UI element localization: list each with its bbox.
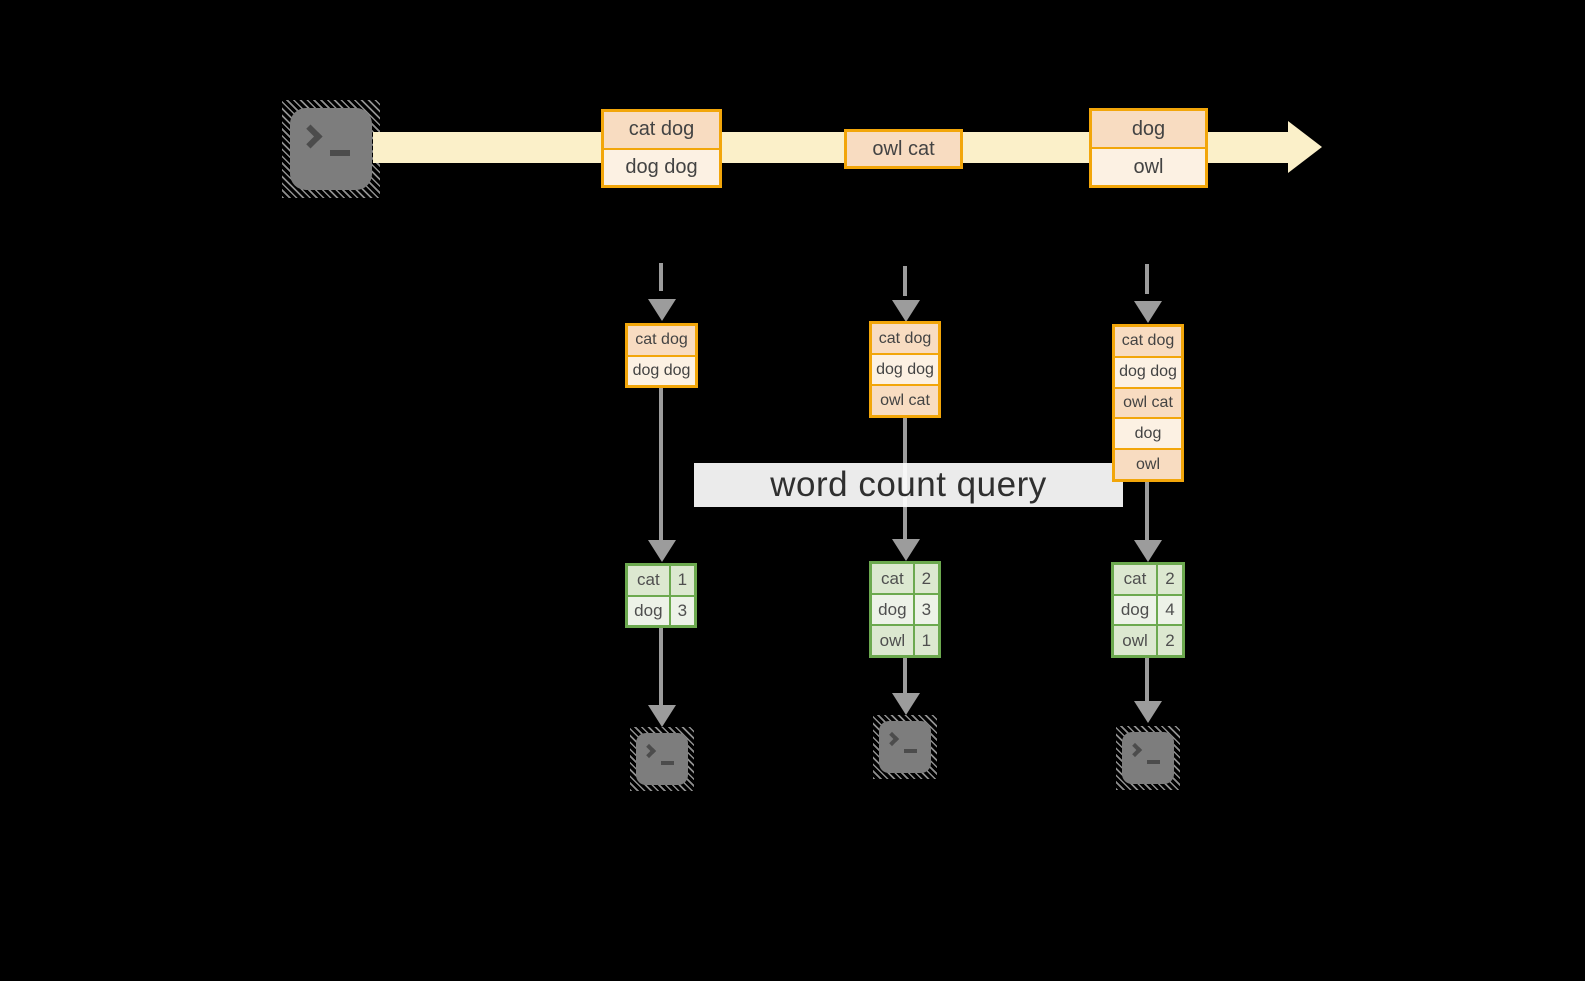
prompt-underscore-icon xyxy=(904,749,917,753)
buffer-record: dog dog xyxy=(1115,355,1181,387)
window-buffer-3: cat dog dog dog owl cat dog owl xyxy=(1112,324,1184,482)
arrow-down-icon xyxy=(892,300,920,322)
connector-line xyxy=(1145,481,1149,541)
sink-terminal-icon xyxy=(1116,726,1180,790)
stream-event-2: owl cat xyxy=(844,129,963,169)
stream-event-1: cat dog dog dog xyxy=(601,109,722,188)
count-table-1: cat 1 dog 3 xyxy=(625,563,697,628)
stream-record: dog dog xyxy=(604,147,719,185)
terminal-icon xyxy=(290,108,372,190)
stream-record: owl xyxy=(1092,147,1205,185)
count-cell: 2 xyxy=(1158,626,1182,656)
stream-event-3: dog owl xyxy=(1089,108,1208,188)
count-cell: 1 xyxy=(914,626,938,655)
arrow-down-icon xyxy=(1134,701,1162,723)
word-cell: cat xyxy=(628,566,669,595)
count-cell: 3 xyxy=(670,596,694,625)
window-buffer-1: cat dog dog dog xyxy=(625,323,698,388)
table-row: cat 2 xyxy=(1114,565,1182,594)
arrow-down-icon xyxy=(1134,540,1162,562)
buffer-record: owl cat xyxy=(1115,386,1181,418)
prompt-chevron-icon xyxy=(641,743,657,759)
word-cell: dog xyxy=(628,596,669,625)
count-cell: 4 xyxy=(1158,595,1182,625)
connector-line xyxy=(903,657,907,694)
word-cell: owl xyxy=(872,626,913,655)
prompt-chevron-icon xyxy=(298,124,323,149)
window-buffer-2: cat dog dog dog owl cat xyxy=(869,321,941,418)
dashed-arrow-segment xyxy=(659,263,663,291)
table-row: dog 3 xyxy=(628,596,694,625)
connector-line xyxy=(659,387,663,541)
stream-timeline-arrowhead-icon xyxy=(1288,121,1322,173)
buffer-record: owl xyxy=(1115,448,1181,479)
buffer-record: cat dog xyxy=(1115,327,1181,356)
buffer-record: dog dog xyxy=(872,353,938,384)
prompt-chevron-icon xyxy=(884,731,900,747)
table-row: owl 1 xyxy=(872,626,938,655)
word-cell: cat xyxy=(1114,565,1156,594)
word-cell: owl xyxy=(1114,626,1156,656)
buffer-record: cat dog xyxy=(628,326,695,355)
source-terminal-icon xyxy=(282,100,380,198)
count-cell: 1 xyxy=(670,566,694,595)
stream-record: cat dog xyxy=(604,112,719,148)
terminal-icon xyxy=(879,721,931,773)
prompt-chevron-icon xyxy=(1127,742,1143,758)
table-row: dog 4 xyxy=(1114,595,1182,625)
word-cell: dog xyxy=(872,595,913,624)
table-row: cat 1 xyxy=(628,566,694,595)
prompt-underscore-icon xyxy=(661,761,674,765)
connector-line xyxy=(659,627,663,706)
table-row: owl 2 xyxy=(1114,626,1182,656)
connector-line xyxy=(1145,655,1149,702)
stream-record: owl cat xyxy=(847,132,960,166)
arrow-down-icon xyxy=(648,299,676,321)
buffer-record: owl cat xyxy=(872,384,938,415)
stream-record: dog xyxy=(1092,111,1205,147)
table-row: cat 2 xyxy=(872,564,938,593)
count-cell: 2 xyxy=(1158,565,1182,594)
prompt-underscore-icon xyxy=(1147,760,1160,764)
dashed-arrow-segment xyxy=(1145,264,1149,294)
count-table-3: cat 2 dog 4 owl 2 xyxy=(1111,562,1185,658)
word-cell: cat xyxy=(872,564,913,593)
sink-terminal-icon xyxy=(630,727,694,791)
arrow-down-icon xyxy=(892,693,920,715)
buffer-record: dog dog xyxy=(628,354,695,385)
sink-terminal-icon xyxy=(873,715,937,779)
table-row: dog 3 xyxy=(872,595,938,624)
buffer-record: dog xyxy=(1115,417,1181,449)
arrow-down-icon xyxy=(1134,301,1162,323)
count-table-2: cat 2 dog 3 owl 1 xyxy=(869,561,941,658)
dashed-arrow-segment xyxy=(903,266,907,296)
arrow-down-icon xyxy=(648,540,676,562)
query-banner: word count query xyxy=(694,463,1123,507)
prompt-underscore-icon xyxy=(330,150,350,156)
count-cell: 3 xyxy=(914,595,938,624)
buffer-record: cat dog xyxy=(872,324,938,353)
arrow-down-icon xyxy=(892,539,920,561)
terminal-icon xyxy=(1122,732,1174,784)
count-cell: 2 xyxy=(914,564,938,593)
terminal-icon xyxy=(636,733,688,785)
word-cell: dog xyxy=(1114,595,1156,625)
query-banner-label: word count query xyxy=(770,465,1047,504)
arrow-down-icon xyxy=(648,705,676,727)
